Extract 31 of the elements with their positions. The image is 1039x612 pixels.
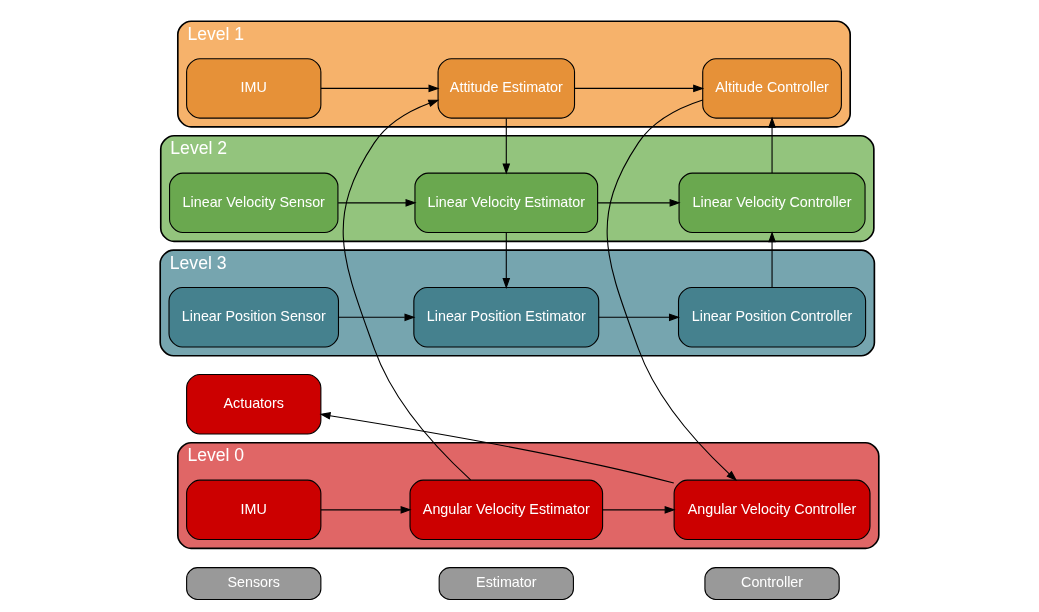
node-box: IMU [186,58,322,119]
arrow [319,412,675,484]
arrow [502,117,511,175]
node-box: Angular Velocity Controller [673,479,871,541]
node-box: Actuators [186,373,322,435]
node-box: Sensors [186,567,322,601]
arrow [338,313,416,322]
node-box: Linear Position Sensor [168,287,340,348]
node-box: Estimator [438,567,574,601]
node-box: Altitude Controller [702,58,842,119]
arrow [768,231,776,288]
arrow [574,84,705,93]
node-box: Linear Position Estimator [413,287,600,348]
node-box: Attitude Estimator [437,58,576,119]
arrow [606,99,738,482]
node-box: IMU [186,479,322,541]
node-box: Controller [704,567,840,601]
arrow [337,198,417,207]
node-box: Linear Velocity Sensor [169,172,339,234]
arrow [768,116,776,174]
arrow [598,313,680,322]
arrow [502,232,511,289]
arrow [320,84,440,93]
node-box: Angular Velocity Estimator [409,479,604,541]
node-box: Linear Velocity Controller [678,172,866,234]
arrow [602,506,676,514]
arrow [342,99,472,481]
node-box: Linear Position Controller [677,287,867,348]
arrow [320,506,412,514]
arrow [597,198,681,207]
node-box: Linear Velocity Estimator [414,172,599,234]
